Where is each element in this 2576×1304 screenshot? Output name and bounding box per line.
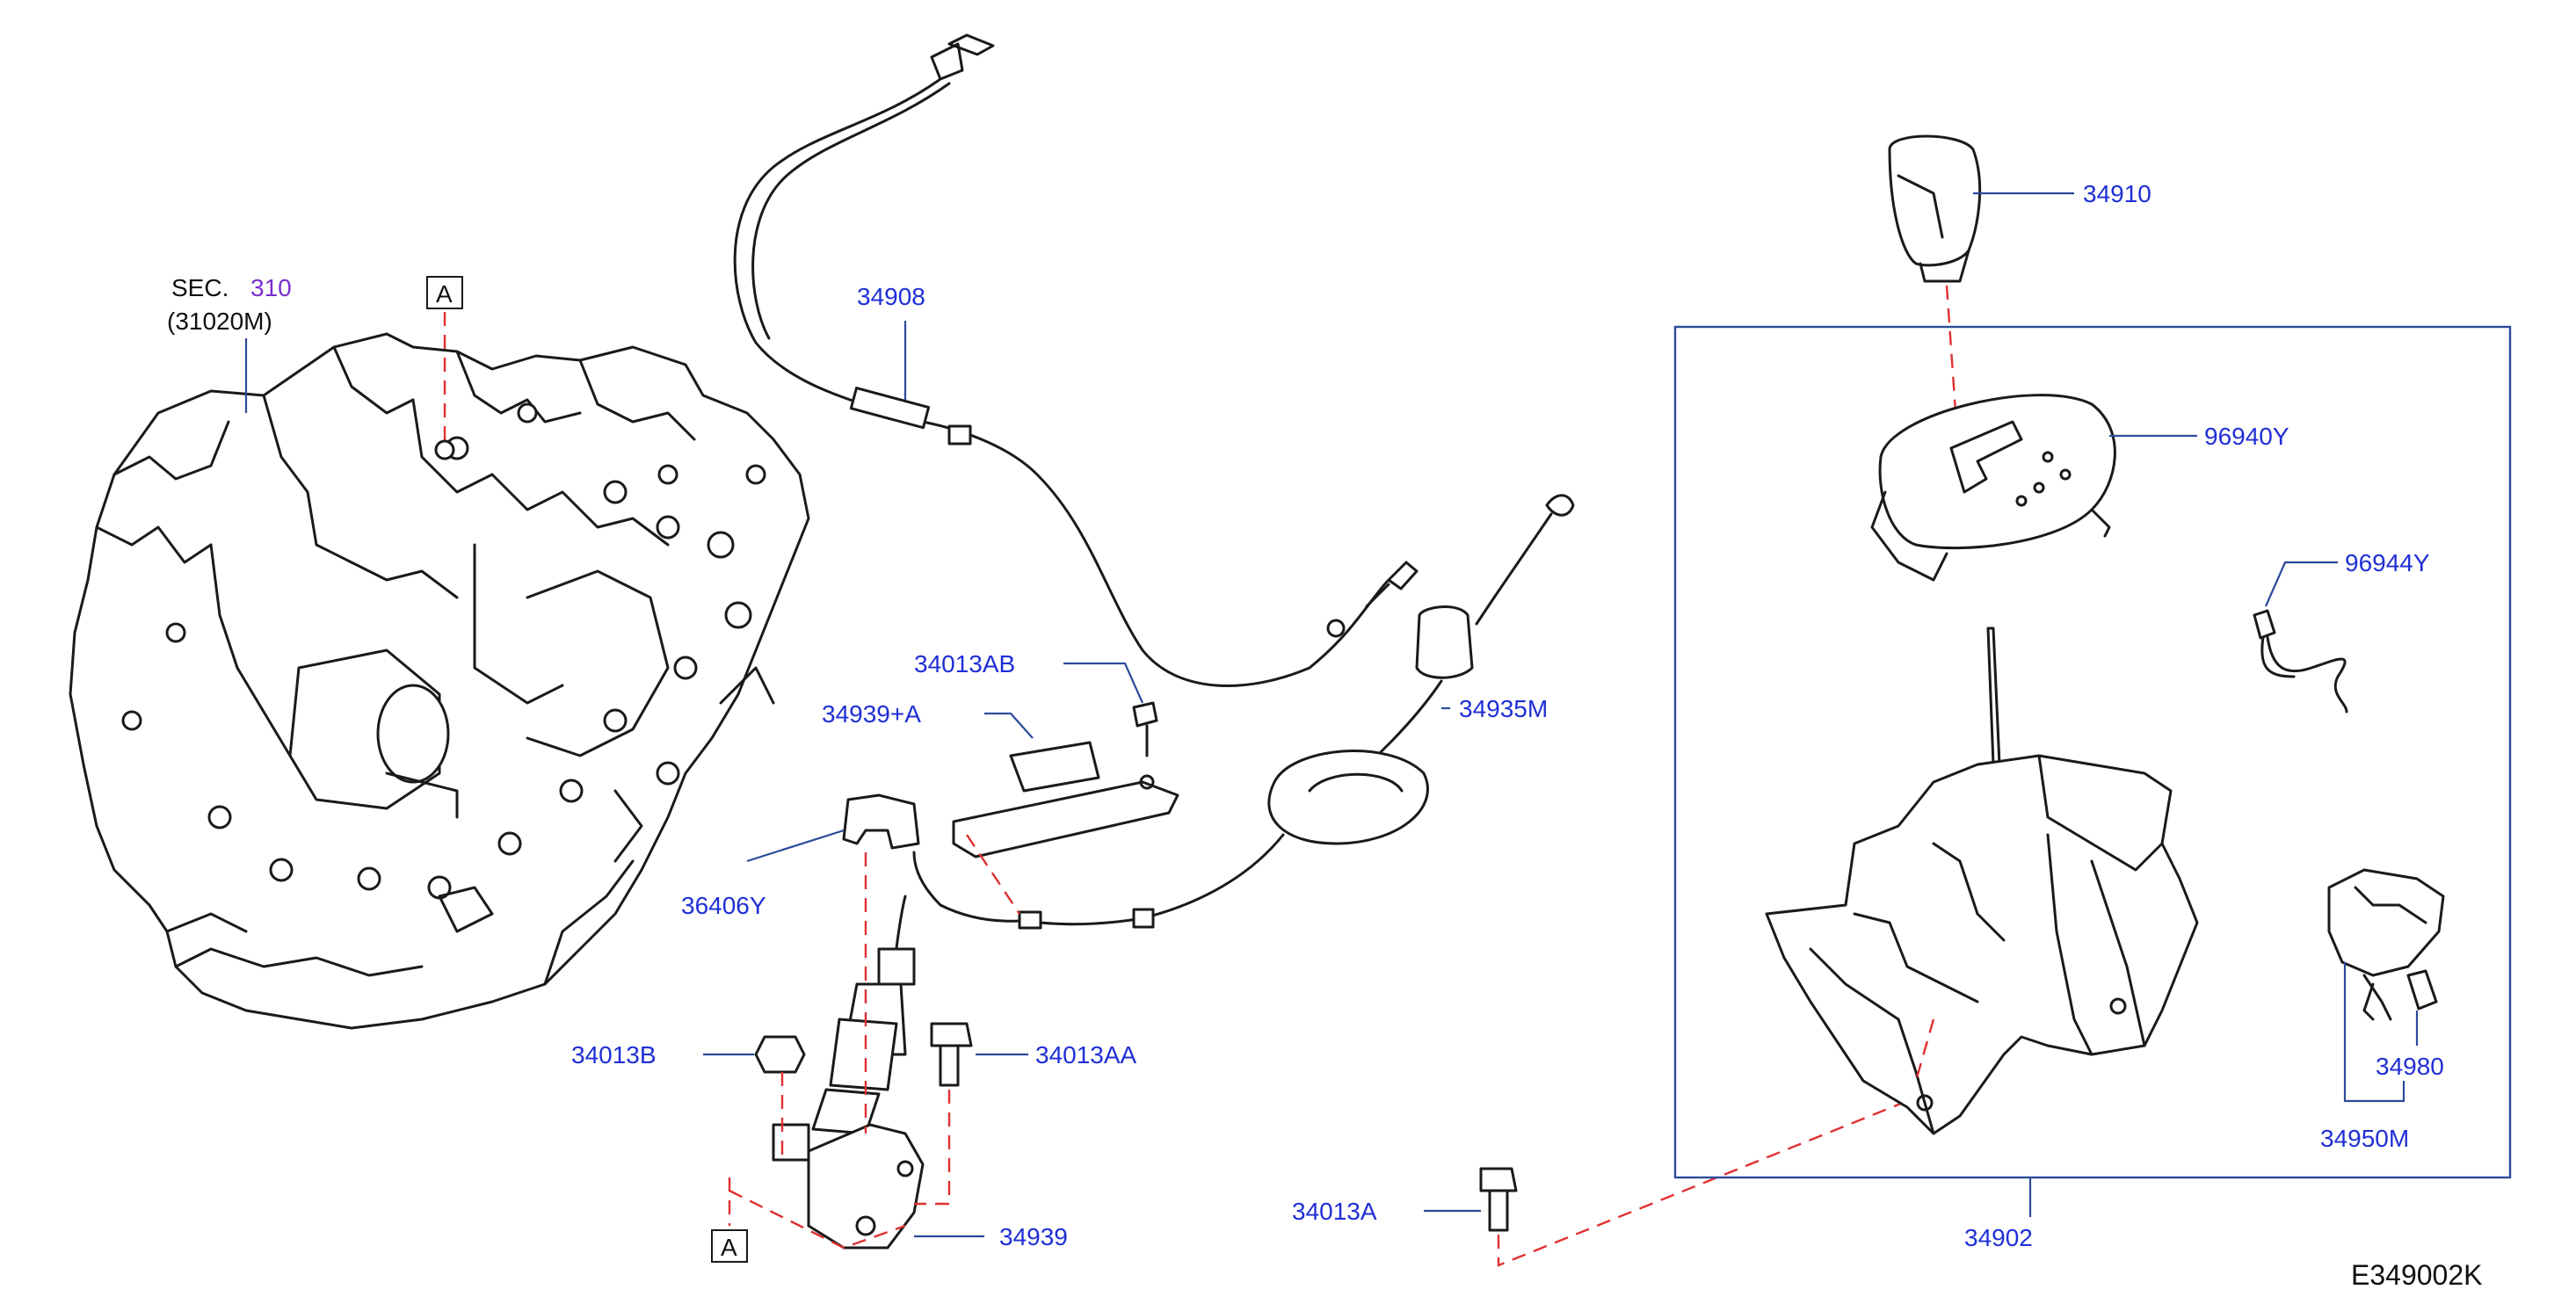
ref-a-bottom-box — [711, 1229, 748, 1263]
solenoid-34950m-drawing — [2327, 868, 2445, 1021]
bracket-34939a-drawing — [952, 701, 1179, 858]
part-34013AB[interactable]: 34013AB — [914, 650, 1015, 677]
part-34950M[interactable]: 34950M — [2320, 1125, 2409, 1152]
cable-end-drawing — [754, 895, 973, 1250]
dash-34013a — [1497, 1092, 1926, 1267]
p34939a-leader — [984, 712, 1034, 739]
section-part-label: (31020M) — [167, 308, 272, 335]
cable-34908-drawing — [733, 33, 1419, 687]
ref-a-mount-hole — [434, 439, 455, 460]
part-34939[interactable]: 34939 — [999, 1223, 1068, 1250]
ref-a-bottom: A — [721, 1234, 737, 1261]
part-34910[interactable]: 34910 — [2083, 180, 2152, 207]
clip-36406y-drawing — [842, 793, 920, 850]
part-34902[interactable]: 34902 — [1964, 1224, 2033, 1251]
part-34980[interactable]: 34980 — [2376, 1053, 2444, 1080]
p34013ab-leader — [1063, 662, 1144, 704]
cable-34935m-drawing — [912, 494, 1575, 930]
p36406y-leader — [746, 829, 845, 863]
dash-ref-a — [729, 1189, 906, 1250]
p34950m-leader — [2343, 962, 2405, 1103]
bolt-34013a-drawing — [1479, 1167, 1518, 1232]
part-96940Y[interactable]: 96940Y — [2204, 423, 2289, 450]
bulb-96944y-drawing — [2253, 609, 2348, 714]
knob-34910-drawing — [1888, 134, 1982, 283]
dash-body — [1914, 1018, 1935, 1082]
assembly-box-34902 — [1673, 325, 2512, 1179]
part-34939A[interactable]: 34939+A — [822, 700, 921, 728]
dash-bolt — [914, 1090, 951, 1206]
ref-a-top: A — [436, 280, 453, 308]
part-34935M[interactable]: 34935M — [1459, 695, 1548, 722]
section-number-link[interactable]: 310 — [250, 274, 292, 301]
part-34908[interactable]: 34908 — [857, 283, 925, 310]
ref-a-top-box — [426, 276, 463, 309]
p96944y-leader — [2264, 561, 2338, 607]
part-34013A[interactable]: 34013A — [1292, 1198, 1377, 1225]
section-label: SEC. — [171, 274, 229, 301]
indicator-96940y-drawing — [1870, 394, 2116, 582]
part-34013AA[interactable]: 34013AA — [1035, 1041, 1137, 1069]
shifter-body-drawing — [1765, 627, 2199, 1135]
dash-bracket-to-cable — [966, 834, 1020, 915]
transmission-drawing — [69, 332, 810, 1030]
diagram-id: E349002K — [2351, 1259, 2482, 1291]
part-96944Y[interactable]: 96944Y — [2345, 549, 2430, 576]
part-34013B[interactable]: 34013B — [571, 1041, 657, 1069]
part-36406Y[interactable]: 36406Y — [681, 892, 766, 919]
dash-knob — [1945, 285, 1962, 475]
